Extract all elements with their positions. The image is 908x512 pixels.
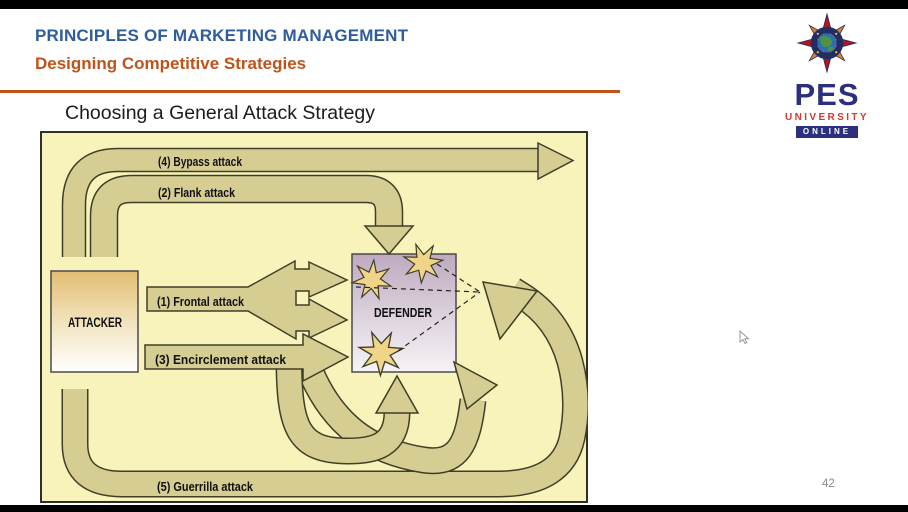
encirclement-under-arrow (275, 357, 420, 465)
page-title: Choosing a General Attack Strategy (65, 102, 376, 124)
flank-arrowhead (363, 225, 415, 256)
encirclement-loop-arrow (293, 355, 499, 475)
dashed-sightlines (355, 263, 481, 352)
lecture-title: Designing Competitive Strategies (35, 54, 307, 73)
encirclement-attack-arrow (144, 332, 350, 383)
flank-attack-arrow (89, 174, 415, 257)
bypass-arrowhead (537, 141, 575, 181)
mouse-cursor-icon (739, 330, 750, 345)
letterbox-bottom (0, 505, 908, 512)
guerrilla-attack-arrow (61, 278, 588, 498)
header-divider (0, 90, 620, 93)
attack-strategy-diagram: (4) Bypass attack (2) Flank attack (1) F… (40, 131, 588, 503)
frontal-attack-arrow (146, 259, 349, 341)
encirclement-attack-label: (3) Encirclement attack (155, 353, 286, 367)
letterbox-top (0, 0, 908, 9)
university-logo: PES UNIVERSITY ONLINE (783, 12, 871, 138)
course-title: PRINCIPLES OF MARKETING MANAGEMENT (35, 26, 409, 45)
bypass-attack-label: (4) Bypass attack (158, 155, 242, 169)
flank-attack-label: (2) Flank attack (158, 186, 235, 200)
logo-university-text: UNIVERSITY (784, 112, 869, 123)
defender-label: DEFENDER (374, 305, 432, 320)
bypass-attack-arrow (61, 141, 575, 257)
compass-emblem-icon (796, 12, 858, 74)
under-arrowhead (374, 374, 420, 414)
logo-acronym: PES (794, 77, 860, 112)
page-number: 42 (822, 478, 835, 490)
guerrilla-attack-label: (5) Guerrilla attack (157, 480, 253, 494)
encirclement-loop-arrowhead (452, 360, 499, 411)
attacker-label: ATTACKER (68, 315, 122, 330)
guerrilla-arrowhead (481, 281, 539, 341)
frontal-attack-label: (1) Frontal attack (157, 295, 244, 309)
attacker-box (50, 270, 139, 373)
logo-online-badge: ONLINE (796, 126, 858, 138)
